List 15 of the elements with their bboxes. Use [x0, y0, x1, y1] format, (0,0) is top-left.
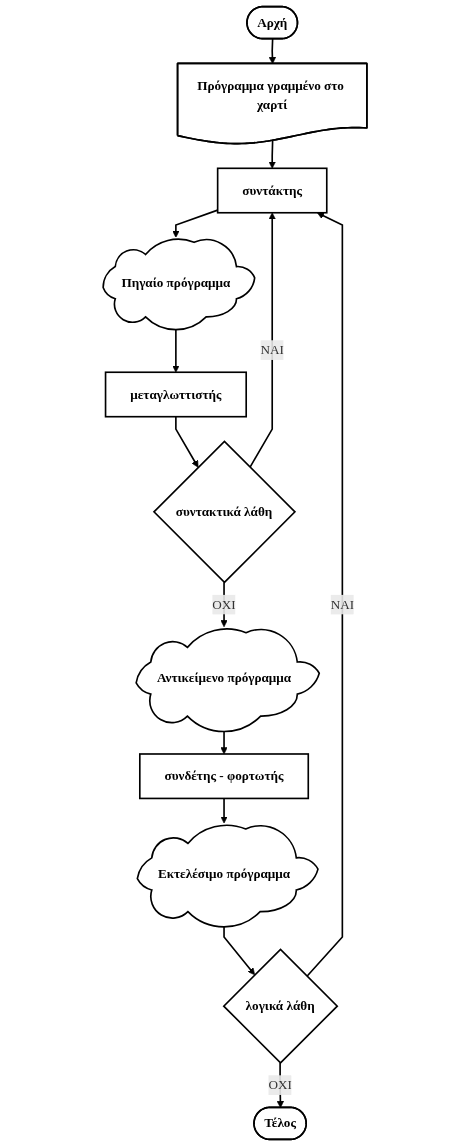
node-box: συντάκτης [216, 167, 328, 214]
node-box: μεταγλωττιστής [104, 371, 247, 418]
arrow [220, 797, 228, 824]
node-box: συνδέτης - φορτωτής [139, 753, 310, 800]
arrow [249, 212, 276, 469]
node-diamond: λογικά λάθη [222, 948, 339, 1065]
arrow [306, 212, 344, 978]
arrow [175, 415, 199, 468]
edge-label: ΟΧΙ [268, 1077, 292, 1092]
arrow [268, 139, 276, 169]
edge-label: ΟΧΙ [212, 597, 236, 612]
node-diamond: συντακτικά λάθη [152, 440, 297, 584]
edge-label: ΝΑΙ [330, 597, 355, 612]
edge-label: ΝΑΙ [260, 342, 284, 357]
arrow [172, 209, 219, 238]
